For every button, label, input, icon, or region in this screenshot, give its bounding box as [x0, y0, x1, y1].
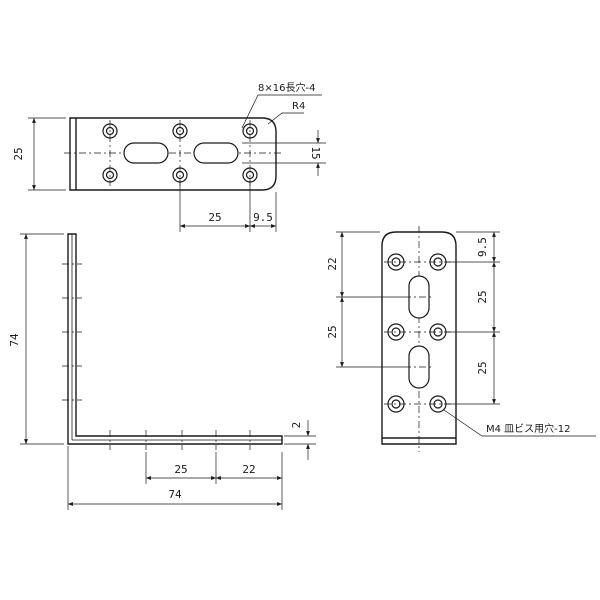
front-view: 22 25 9.5 25 25 M4 皿ビス用穴-12 — [326, 226, 596, 452]
dim-edge-label: 9.5 — [253, 211, 273, 224]
angle-profile — [67, 233, 283, 445]
slot-note: 8×16長穴-4 — [258, 81, 315, 94]
top-plate-outline — [69, 117, 277, 191]
dim-25-right-lower-label: 25 — [476, 361, 489, 374]
front-plate-outline — [381, 231, 457, 445]
dim-vertical-leg-label: 74 — [8, 333, 21, 347]
dim-25-left-label: 25 — [326, 325, 339, 338]
dim-horizontal-leg-label: 74 — [168, 488, 182, 501]
dim-hole-pitch-label: 25 — [208, 211, 221, 224]
slot — [193, 142, 239, 164]
dim-9-5-label: 9.5 — [476, 237, 489, 257]
dim-22-label: 22 — [326, 257, 339, 270]
dim-25-right-upper-label: 25 — [476, 290, 489, 303]
radius-note: R4 — [292, 101, 305, 112]
dim-thickness-label: 2 — [290, 422, 303, 429]
top-view: 25 15 25 9.5 8×16長穴-4 R4 — [12, 81, 326, 232]
front-holes — [384, 253, 452, 413]
slot — [123, 142, 169, 164]
dim-first-hole-label: 25 — [174, 463, 187, 476]
screw-hole-note: M4 皿ビス用穴-12 — [486, 422, 571, 435]
dim-second-hole-label: 22 — [242, 463, 255, 476]
dim-slot-spacing-label: 15 — [309, 146, 322, 159]
side-view: 74 2 25 22 74 — [8, 233, 316, 510]
dim-height-label: 25 — [12, 147, 25, 160]
